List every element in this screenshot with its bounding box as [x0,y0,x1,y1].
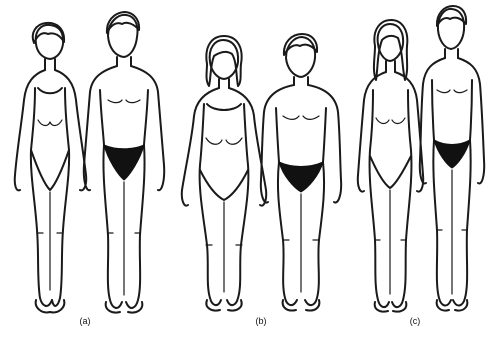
panel-a-label: (a) [70,316,100,326]
panel-c-label: (c) [400,316,430,326]
man-figure-b [261,34,341,311]
panel-a [15,12,164,313]
woman-figure-a [15,23,86,312]
panel-b [182,34,341,311]
woman-figure-b [182,36,266,311]
panel-c [358,6,484,312]
man-figure-c [420,6,484,311]
man-figure-a [84,12,164,313]
panel-b-label: (b) [246,316,276,326]
woman-figure-c [358,20,423,312]
